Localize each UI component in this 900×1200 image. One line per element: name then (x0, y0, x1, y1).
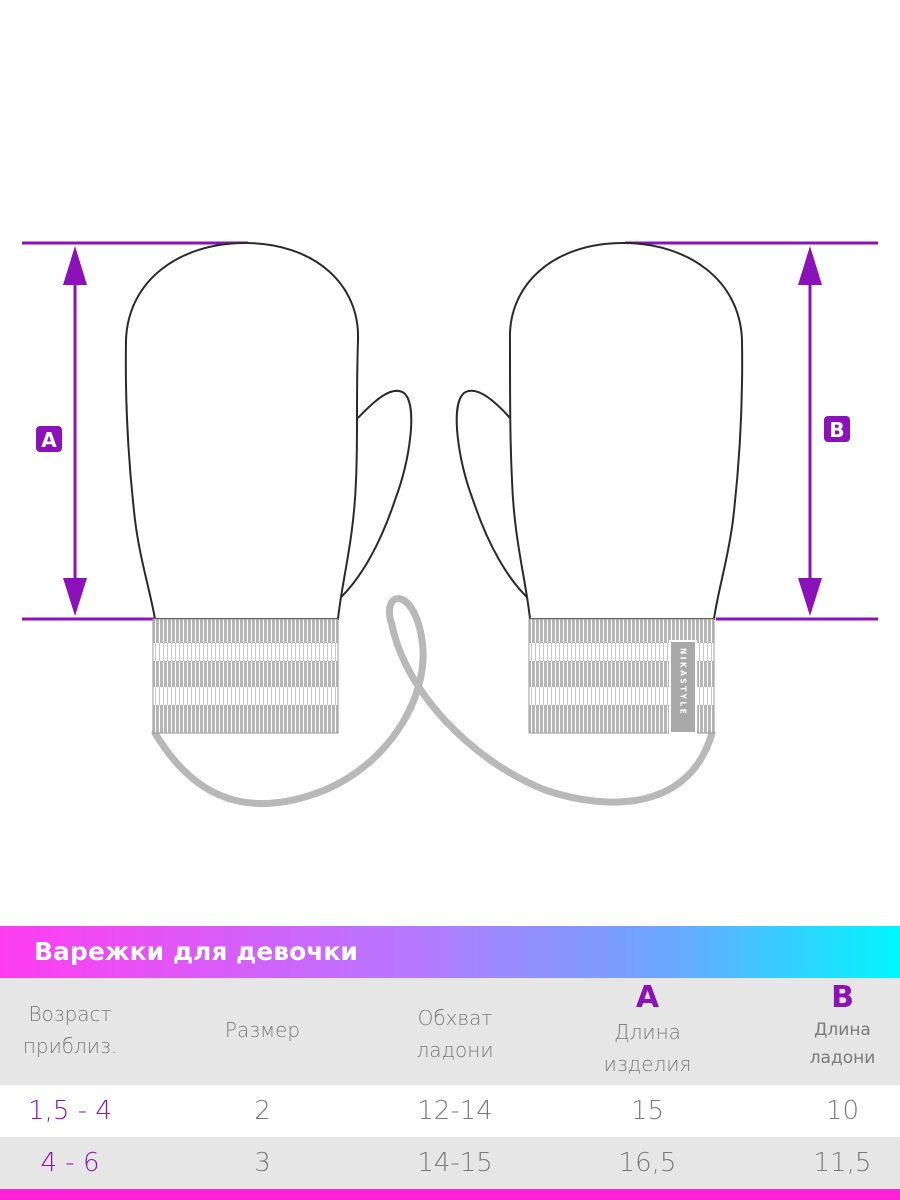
header-length-line-2: изделия (603, 1052, 692, 1076)
header-age-line-2: приблиз. (22, 1034, 118, 1058)
left-mitten (124, 241, 413, 734)
marker-a-badge: A (36, 426, 62, 452)
header-age-line-1: Возраст (28, 1002, 112, 1026)
brand-tag: NIKASTYLE (669, 640, 697, 734)
marker-b-label: B (829, 418, 844, 442)
right-mitten-body (508, 241, 744, 620)
row-1-age: 1,5 - 4 (28, 1096, 112, 1126)
mittens-size-diagram: A B NIKAS (22, 241, 878, 807)
connecting-cord (151, 595, 716, 807)
header-palm-length: B Длина ладони (780, 980, 900, 1072)
table-row: 1,5 - 4 2 12-14 15 10 (0, 1085, 900, 1137)
header-length-letter: A (635, 980, 660, 1015)
table-row: 4 - 6 3 14-15 16,5 11,5 (0, 1137, 900, 1189)
header-palm-length-letter: B (831, 980, 854, 1015)
row-1-length: 15 (630, 1096, 665, 1126)
row-2-size: 3 (254, 1148, 271, 1178)
header-palm-length-line-1: Длина (814, 1020, 871, 1040)
header-age: Возраст приблиз. (0, 998, 140, 1062)
table-title: Варежки для девочки (34, 937, 358, 966)
table-title-banner: Варежки для девочки (0, 926, 900, 978)
measure-b-guide (625, 241, 878, 621)
header-length-line-1: Длина (614, 1020, 681, 1044)
bottom-accent-strip (0, 1189, 900, 1200)
marker-a-label: A (41, 428, 57, 452)
row-1-palm-girth: 12-14 (417, 1096, 493, 1126)
header-palm-length-line-2: ладони (809, 1048, 876, 1068)
measure-a-guide (22, 241, 248, 621)
header-palm-girth-line-1: Обхват (417, 1006, 493, 1030)
header-palm-girth: Обхват ладони (375, 1002, 535, 1066)
row-2-palm-girth: 14-15 (417, 1148, 493, 1178)
header-size-label: Размер (224, 1018, 301, 1042)
row-1-palm-length: 10 (825, 1096, 860, 1126)
brand-tag-label: NIKASTYLE (679, 648, 688, 716)
row-2-length: 16,5 (618, 1148, 677, 1178)
row-2-age: 4 - 6 (40, 1148, 100, 1178)
row-2-palm-length: 11,5 (813, 1148, 872, 1178)
left-mitten-body (124, 241, 360, 620)
header-length: A Длина изделия (570, 980, 725, 1080)
right-mitten: NIKASTYLE (455, 241, 744, 734)
header-palm-girth-line-2: ладони (416, 1038, 494, 1062)
left-mitten-cuff (152, 618, 339, 734)
row-1-size: 2 (254, 1096, 271, 1126)
table-header-row: Возраст приблиз. Размер Обхват ладони A … (0, 978, 900, 1085)
header-size: Размер (180, 1014, 345, 1046)
marker-b-badge: B (824, 416, 850, 442)
